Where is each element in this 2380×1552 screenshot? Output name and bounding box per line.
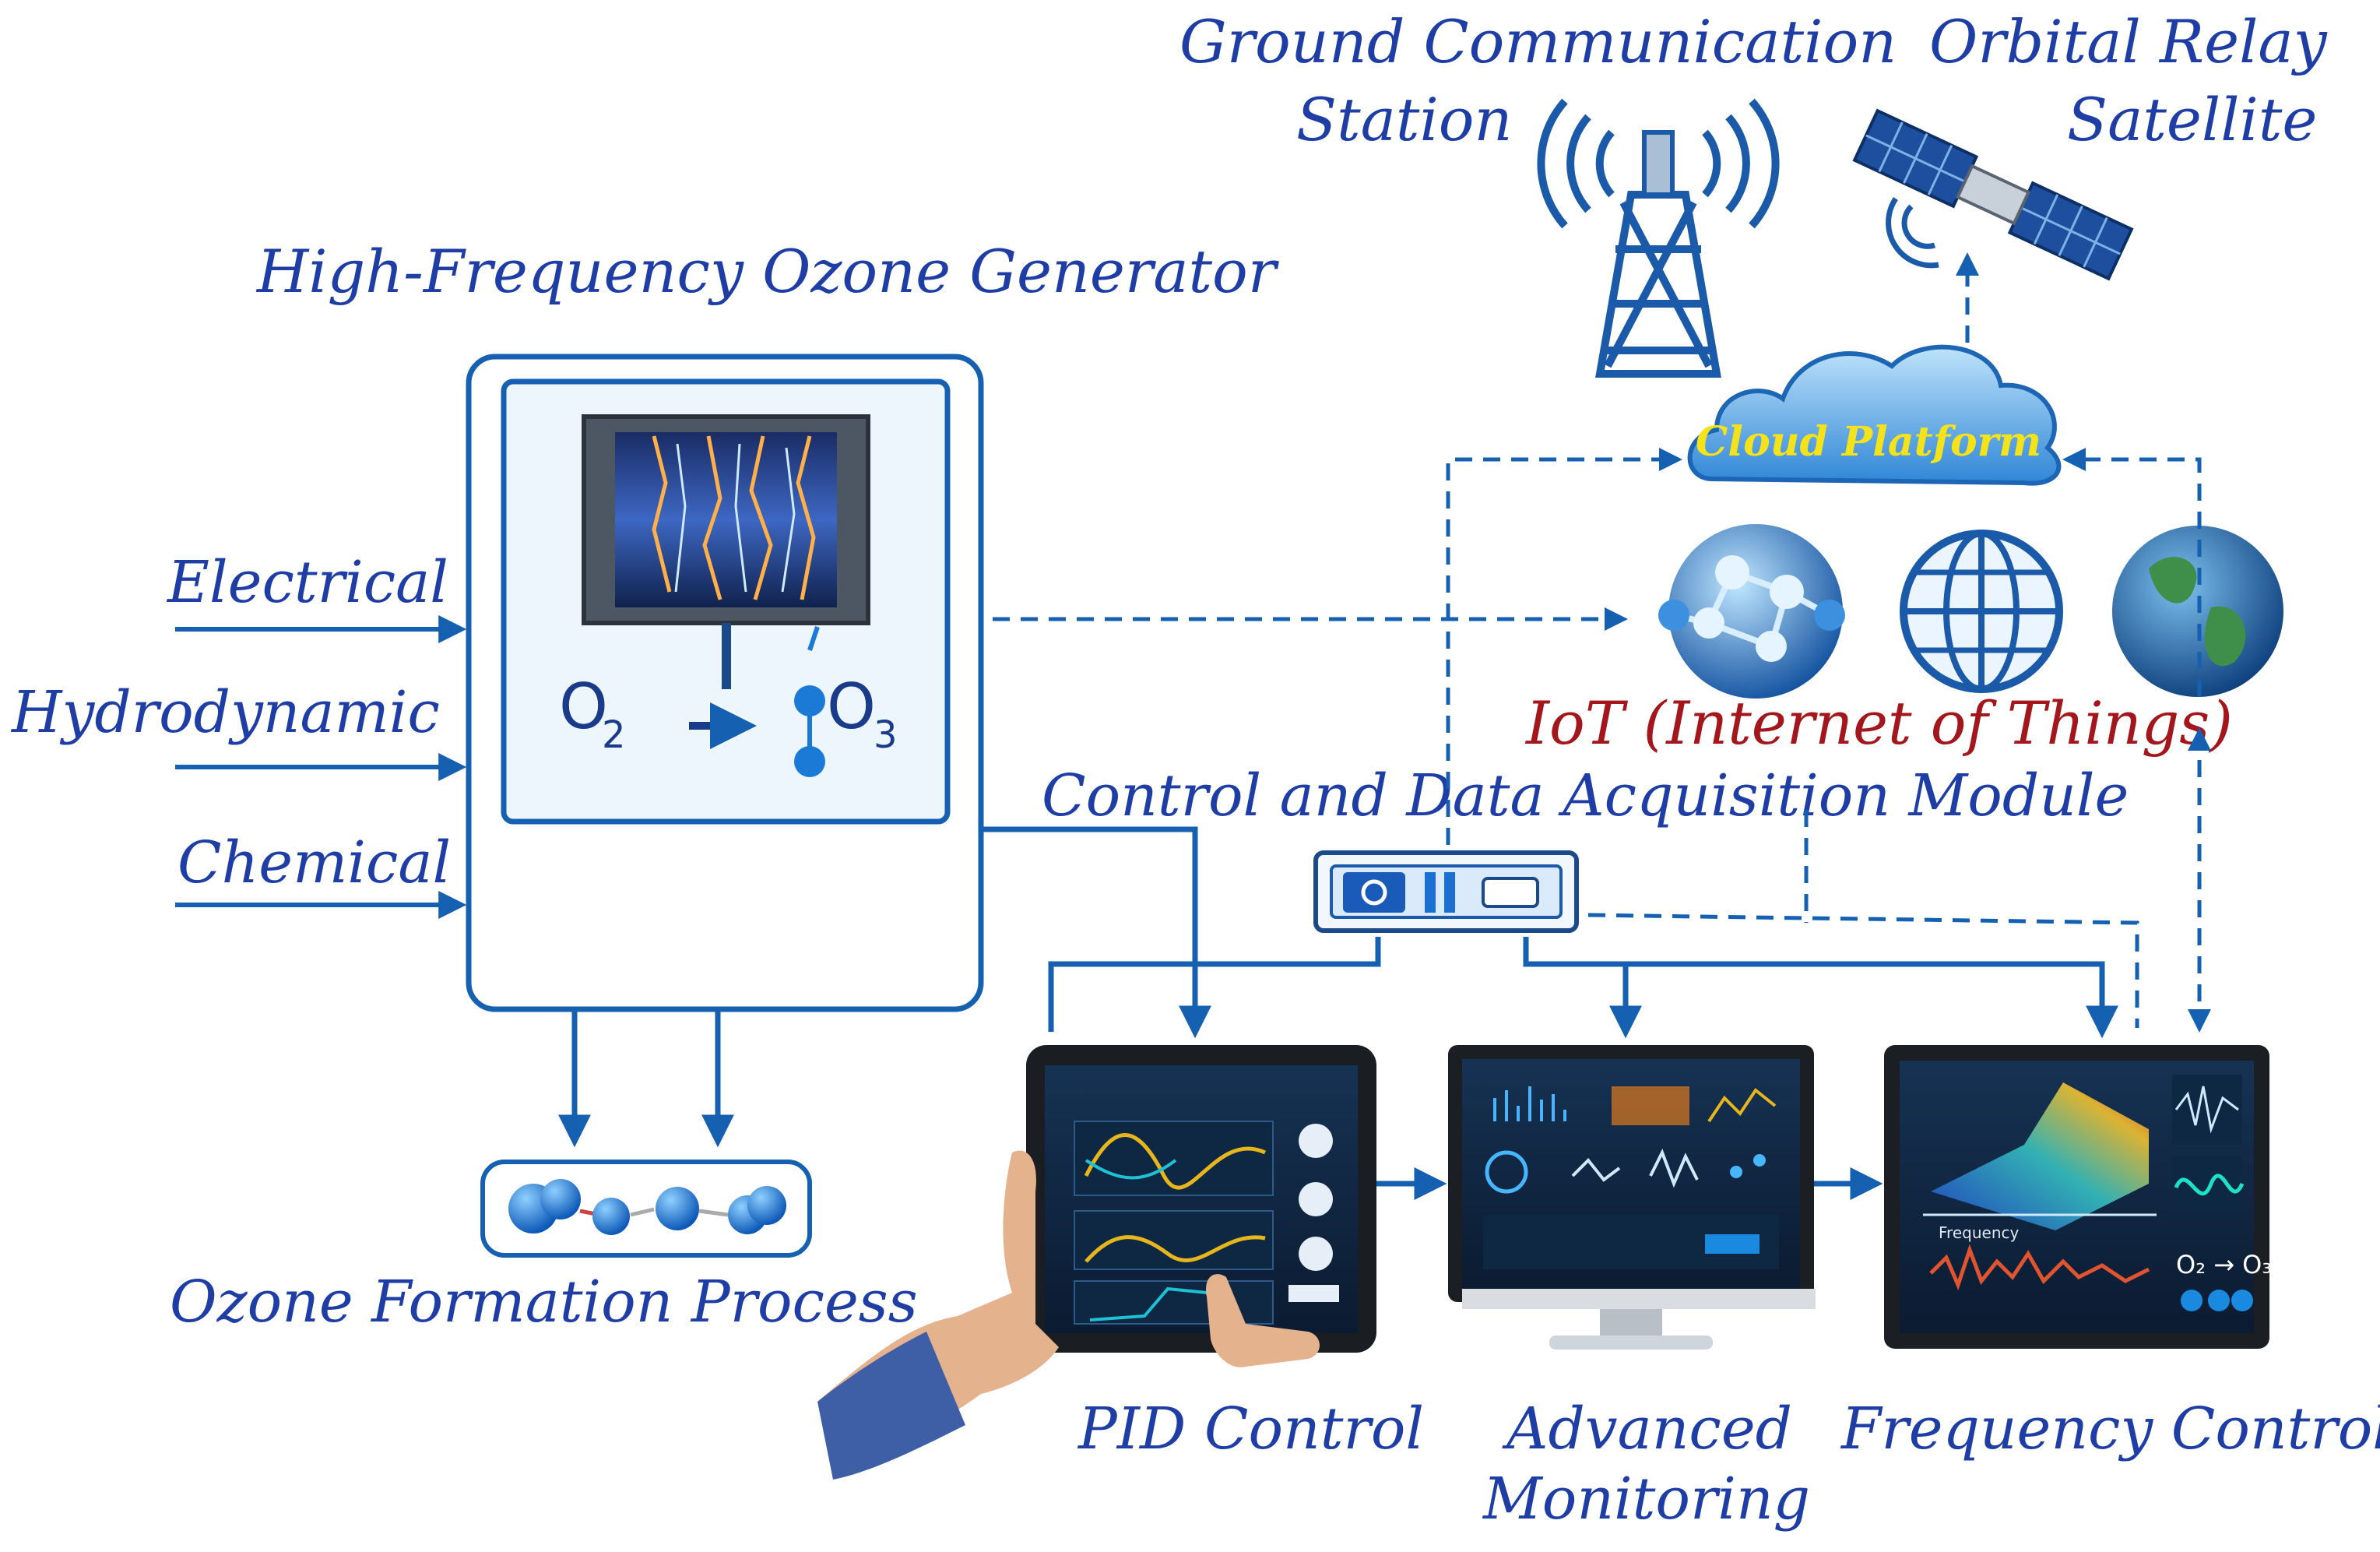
- frequency-axis-label: Frequency: [1939, 1223, 2019, 1242]
- plasma-discharge-icon: [652, 435, 816, 600]
- o3-subscript: 3: [874, 713, 898, 757]
- ozone-generator: O 2 O 3: [466, 354, 984, 1012]
- pid-control-label: PID Control: [1077, 1395, 1424, 1462]
- ozone-formation-molecules: [480, 1160, 812, 1258]
- globe-icon: [1900, 530, 2063, 693]
- o2-subscript: 2: [602, 713, 626, 757]
- o3-label: O: [827, 670, 876, 743]
- cell-tower-icon: [1537, 98, 1780, 378]
- o2-o3-screen-label: O₂ → O₃: [2176, 1250, 2272, 1279]
- satellite-label-line1: Orbital Relay: [1929, 7, 2328, 76]
- iot-label: IoT (Internet of Things): [1524, 688, 2233, 758]
- cloud-platform-label: Cloud Platform: [1696, 418, 2041, 466]
- advanced-monitoring-monitor: [1448, 1045, 1816, 1350]
- input-electrical-label: Electrical: [166, 549, 448, 616]
- ground-station-label-line1: Ground Communication: [1179, 7, 1897, 76]
- input-hydrodynamic-label: Hydrodynamic: [10, 679, 440, 746]
- frequency-control-label: Frequency Control: [1840, 1395, 2380, 1462]
- generator-title: High-Frequency Ozone Generator: [255, 237, 1280, 306]
- generator-output-arrows: [558, 1009, 734, 1148]
- frequency-control-monitor: Frequency O₂ → O₃: [1884, 1045, 2272, 1349]
- ozone-formation-label: Ozone Formation Process: [170, 1269, 918, 1336]
- network-icon: [1658, 524, 1845, 699]
- daq-module-device: [1313, 850, 1579, 933]
- satellite-icon: [1852, 108, 2134, 281]
- input-chemical-label: Chemical: [178, 829, 451, 896]
- satellite-label-line2: Satellite: [2067, 85, 2317, 154]
- pid-control-tablet: [1026, 1045, 1376, 1353]
- solid-connections: [983, 826, 2118, 1200]
- dashed-connections: [993, 252, 2211, 1033]
- daq-module-label: Control and Data Acquisition Module: [1042, 762, 2129, 829]
- ground-station-label-line2: Station: [1296, 85, 1512, 154]
- hand-icon: [817, 1150, 1320, 1480]
- input-arrows: [175, 615, 467, 919]
- cloud-platform: Cloud Platform: [1687, 344, 2062, 486]
- advanced-monitoring-label-line1: Advanced: [1502, 1395, 1792, 1462]
- o2-label: O: [559, 670, 608, 743]
- advanced-monitoring-label-line2: Monitoring: [1482, 1466, 1810, 1533]
